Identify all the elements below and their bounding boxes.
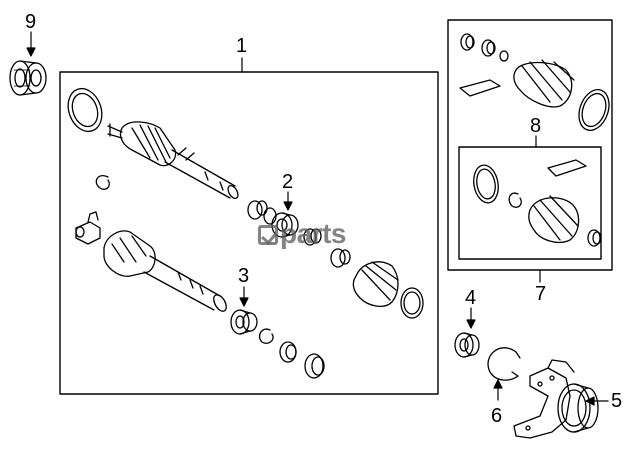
seal-rings <box>279 341 325 379</box>
outer-boot <box>352 261 424 319</box>
boot-kit-upper <box>459 33 610 131</box>
boot-clamp-rings <box>247 200 277 225</box>
callout-4: 4 <box>465 287 477 309</box>
bearing-part-4 <box>454 332 480 358</box>
retaining-clip <box>258 328 274 344</box>
snap-ring <box>95 175 110 190</box>
callout-5: 5 <box>611 390 623 412</box>
boot-kit-lower <box>473 159 602 247</box>
snap-ring-part-6 <box>487 347 521 381</box>
assembly-box-1 <box>59 71 439 395</box>
callout-8: 8 <box>530 115 542 137</box>
seal-part-3 <box>230 309 258 335</box>
callout-7: 7 <box>535 283 547 305</box>
bearing-part-9 <box>9 60 47 96</box>
watermark-logo: parts <box>258 218 346 250</box>
callout-2: 2 <box>282 171 294 193</box>
axle-shaft-lower <box>75 211 227 312</box>
checkmark-icon <box>258 225 278 245</box>
assembly-box-7 <box>447 19 613 271</box>
axle-shaft-upper <box>67 87 239 200</box>
bracket-part-5 <box>513 359 599 439</box>
leader-lines <box>26 31 609 406</box>
callout-1: 1 <box>236 35 248 57</box>
callout-3: 3 <box>238 265 250 287</box>
inner-joint-rings <box>303 228 351 268</box>
assembly-box-8 <box>458 146 602 260</box>
watermark-text: parts <box>280 218 346 249</box>
callout-9: 9 <box>25 11 37 33</box>
callout-6: 6 <box>491 405 503 427</box>
